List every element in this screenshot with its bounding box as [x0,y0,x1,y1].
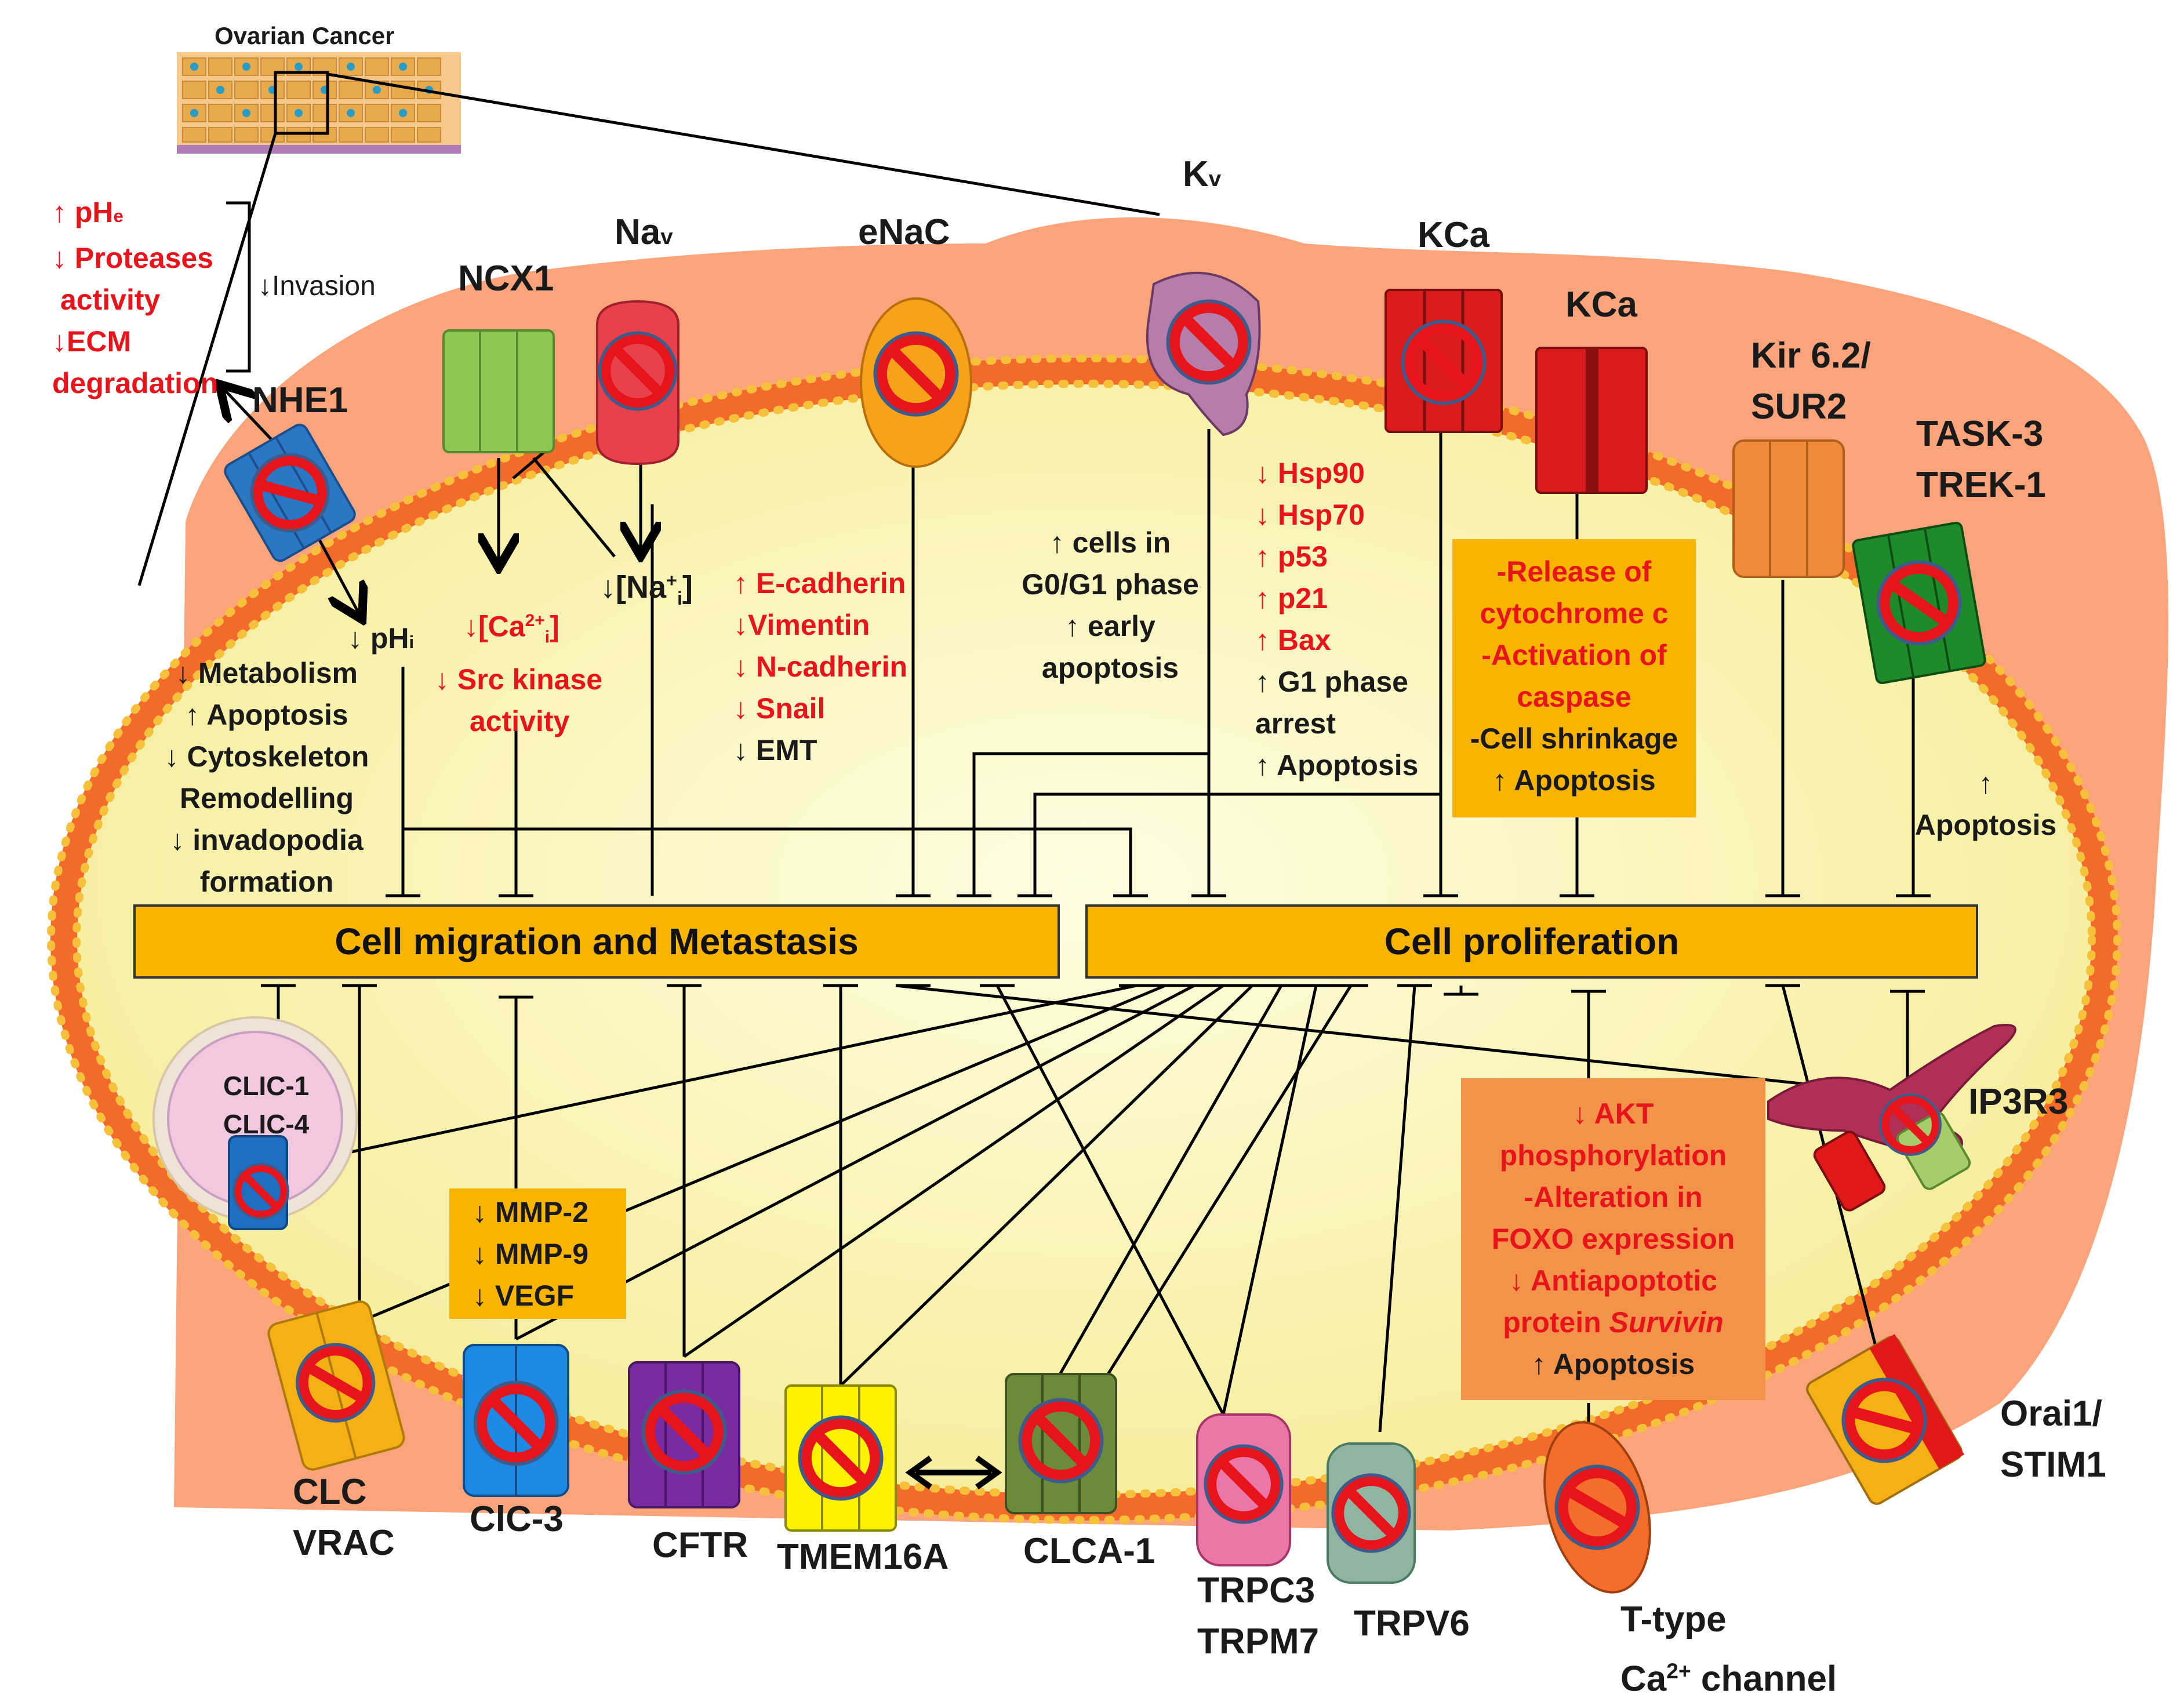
nhe1-phi: ↓ pHi [348,622,415,655]
label-orai1-stim1: Orai1/STIM1 [2000,1394,2106,1485]
trpv6-channel [1327,1442,1416,1584]
kca2-channel [1535,347,1648,494]
orai1-stim1-channel [1806,1334,1964,1505]
kir-sur2-channel [1732,439,1845,578]
label-clc3: ClC-3 [470,1499,564,1539]
label-kca1: KCa [1418,215,1490,255]
label-nav: Nav [615,212,673,252]
cftr-channel [628,1361,740,1508]
kca2-effects: -Release of cytochrome c -Activation of … [1470,555,1678,797]
kca1-channel [1384,289,1503,433]
label-tmem16a: TMEM16A [777,1537,949,1577]
label-ncx1: NCX1 [458,259,554,299]
clc-vrac-channel [267,1300,405,1471]
label-kca2: KCa [1565,285,1638,325]
ncx1-channel [442,329,555,453]
label-trpv6: TRPV6 [1354,1604,1470,1644]
cell-proliferation-bar: Cell proliferation [1085,904,1978,979]
kca1-effects: ↓ Hsp90 ↓ Hsp70 ↑ p53 ↑ p21 ↑ Bax ↑ G1 p… [1255,457,1419,781]
t-type-ca-channel [1543,1421,1651,1594]
tmem16a-channel [784,1384,897,1532]
invasion-effects: ↑ pHe ↓ Proteases activity ↓ECM degradat… [52,196,219,399]
kca2-effect-box [1452,539,1696,817]
ip3r3-er [1767,1024,2016,1212]
mmp-effects: ↓ MMP-2↓ MMP-9↓ VEGF [473,1196,588,1312]
label-kir-sur2: Kir 6.2/SUR2 [1751,336,1871,427]
task3-trek1-channel [1852,521,1986,685]
trpc3-trpm7-channel [1196,1413,1291,1566]
label-enac: eNaC [858,212,950,252]
label-kv: Kv [1183,154,1222,194]
clic-vesicle [152,1016,358,1230]
akt-effect-box [1461,1078,1765,1400]
effects-bracket [226,201,251,373]
akt-effects: ↓ AKT phosphorylation -Alteration in FOX… [1491,1097,1735,1380]
enac-channel [860,297,972,468]
cell-migration-bar: Cell migration and Metastasis [133,904,1060,979]
nhe1-channel [224,423,356,562]
label-nhe1: NHE1 [252,380,348,420]
nav-channel [596,300,679,466]
invasion-result: ↓Invasion [258,271,376,301]
mmp-effect-box [449,1188,626,1319]
clca1-channel [1005,1373,1117,1514]
enac-effects: ↑ E-cadherin ↓Vimentin ↓ N-cadherin ↓ Sn… [733,567,908,766]
kv-channel [1146,271,1261,437]
nav-effect: ↓[Na+i] [600,570,693,609]
label-ip3r3: IP3R3 [1968,1082,2069,1122]
ovarian-tissue-image [177,52,461,154]
ncx1-effects: ↓[Ca2+i] ↓ Src kinase activity [435,610,603,737]
label-clca1: CLCA-1 [1023,1531,1155,1571]
task-effects: ↑Apoptosis [1914,767,2057,841]
tissue-label: Ovarian Cancer [215,22,395,49]
clc3-channel [463,1344,569,1497]
label-cftr: CFTR [652,1525,748,1565]
